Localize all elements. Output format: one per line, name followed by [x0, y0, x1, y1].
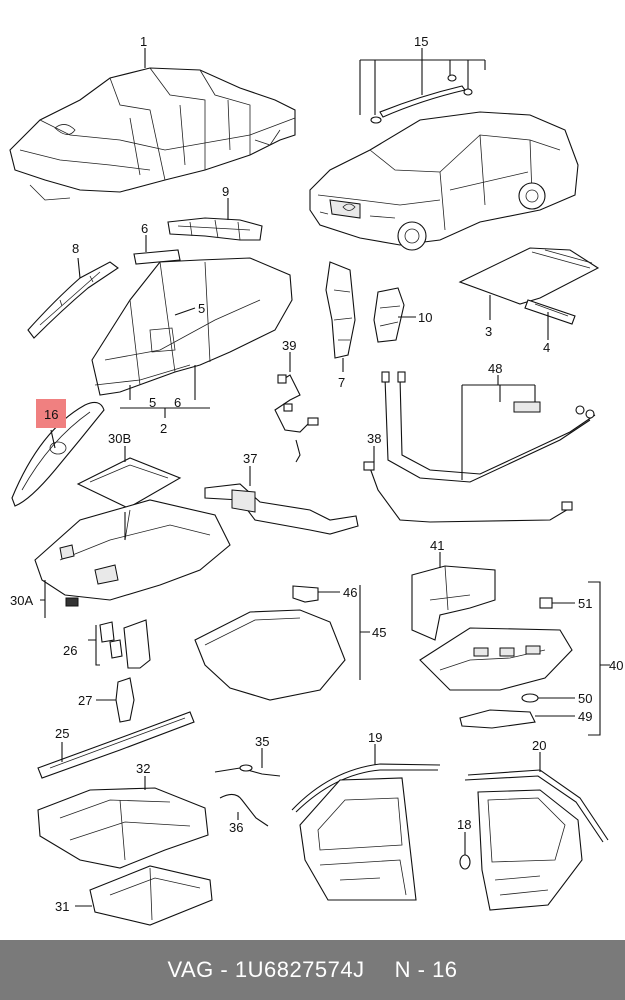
sedan-car-illustration — [309, 111, 579, 251]
callout-25: 25 — [55, 726, 69, 741]
callout-30b: 30B — [108, 431, 131, 446]
c-pillar-trim-part — [88, 619, 151, 669]
roof-rail-trim-part — [133, 235, 181, 265]
reinforcement-bracket-part — [167, 198, 263, 241]
callout-10: 10 — [418, 310, 432, 325]
roof-panel-part — [458, 247, 600, 320]
headliner-part — [34, 499, 231, 618]
side-panel-assembly — [91, 257, 293, 418]
body-shell-part — [9, 48, 296, 201]
exploded-parts-diagram: 1 15 9 8 — [9, 34, 623, 926]
front-door-part — [291, 744, 441, 901]
callout-16[interactable]: 16 — [44, 407, 58, 422]
callout-2: 2 — [160, 421, 167, 436]
callout-18: 18 — [457, 817, 471, 832]
callout-31: 31 — [55, 899, 69, 914]
callout-26: 26 — [63, 643, 77, 658]
insulation-mat-part — [76, 446, 182, 509]
callout-1: 1 — [140, 34, 147, 49]
callout-6b: 6 — [174, 395, 181, 410]
cable-connector-part — [214, 748, 281, 777]
callout-9: 9 — [222, 184, 229, 199]
callout-5a: 5 — [198, 301, 205, 316]
callout-35: 35 — [255, 734, 269, 749]
center-console-part — [419, 581, 610, 736]
plug-part — [459, 832, 471, 870]
floor-insulation-part — [75, 865, 213, 926]
callout-50: 50 — [578, 691, 592, 706]
trim-cover-part — [11, 401, 105, 507]
callout-49: 49 — [578, 709, 592, 724]
separator-dash: - — [213, 957, 235, 982]
rear-door-part — [464, 752, 609, 911]
cover-plate-part — [459, 709, 575, 729]
callout-5b: 5 — [149, 395, 156, 410]
callout-45: 45 — [372, 625, 386, 640]
pillar-reinforcement-part — [373, 287, 416, 343]
callout-3: 3 — [485, 324, 492, 339]
callout-19: 19 — [368, 730, 382, 745]
callout-41: 41 — [430, 538, 444, 553]
callout-27: 27 — [78, 693, 92, 708]
bulb-part — [521, 693, 575, 703]
callout-7: 7 — [338, 375, 345, 390]
callout-8: 8 — [72, 241, 79, 256]
callout-46: 46 — [343, 585, 357, 600]
b-pillar-trim-part — [96, 677, 135, 723]
callout-36: 36 — [229, 820, 243, 835]
bulb-socket-part — [539, 597, 575, 609]
b-pillar-part — [325, 261, 356, 372]
clip-part — [292, 585, 340, 603]
callout-39: 39 — [282, 338, 296, 353]
roof-trim-part — [359, 48, 486, 124]
washer-hose-part — [274, 352, 319, 463]
callout-32: 32 — [136, 761, 150, 776]
callout-4: 4 — [543, 340, 550, 355]
floor-carpet-part — [37, 776, 209, 869]
brand-label: VAG — [167, 957, 214, 982]
callout-51: 51 — [578, 596, 592, 611]
callout-40: 40 — [609, 658, 623, 673]
part-number-label: 1U6827574J — [234, 957, 365, 982]
fuel-line-part — [363, 446, 573, 523]
callout-37: 37 — [243, 451, 257, 466]
diagram-position-label: N - 16 — [394, 957, 458, 982]
drain-hoses-part — [381, 371, 596, 483]
callout-6a: 6 — [141, 221, 148, 236]
a-pillar-trim-part — [27, 257, 119, 339]
callout-15: 15 — [414, 34, 428, 49]
drain-tube-part — [219, 793, 269, 827]
exhaust-muffler-part — [204, 466, 359, 535]
roof-strip-part — [524, 299, 576, 340]
callout-30a: 30A — [10, 593, 33, 608]
callout-38: 38 — [367, 431, 381, 446]
callout-48: 48 — [488, 361, 502, 376]
parcel-shelf-part — [194, 585, 370, 701]
callout-20: 20 — [532, 738, 546, 753]
highlighted-callout-box[interactable] — [36, 399, 66, 428]
door-sill-trim-part — [37, 711, 195, 779]
footer-bar: VAG - 1U6827574J N - 16 — [0, 940, 625, 1000]
insulation-panel-part — [411, 552, 496, 641]
